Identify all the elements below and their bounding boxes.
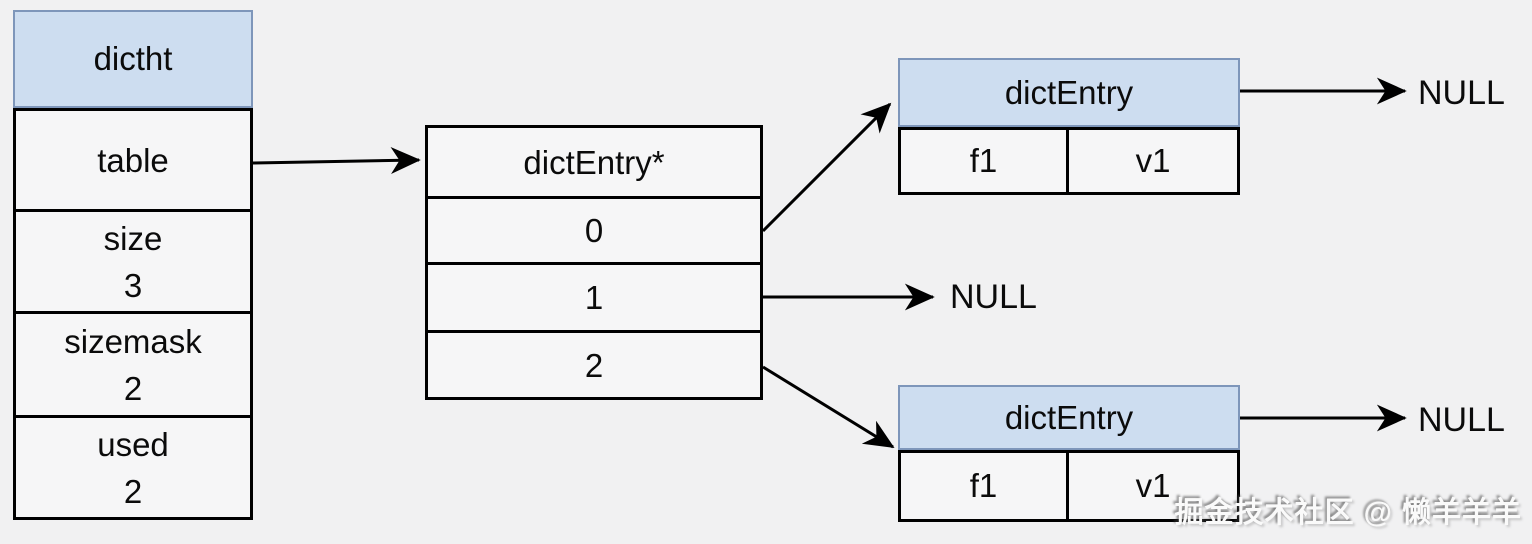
entry-top-title: dictEntry [1004,73,1134,111]
null-label-entry-top: NULL [1418,74,1505,112]
bucket-slot-2: 2 [428,330,760,397]
entry-top-key-cell: f1 [901,130,1069,192]
null-label-entry-bottom: NULL [1418,401,1505,439]
entry-bottom-header: dictEntry [898,385,1240,450]
entry-top-header: dictEntry [898,58,1240,127]
dictht-row-used-label: used [97,425,169,463]
dictht-title: dictht [93,40,173,77]
watermark: 掘金技术社区 @ 懒羊羊羊 [1174,497,1522,529]
entry-bottom-title: dictEntry [1004,398,1134,436]
bucket-array: dictEntry* 0 1 2 [425,125,763,400]
entry-bottom-value-cell: v1 [1135,467,1171,504]
dictht-row-size-label: size [103,219,163,257]
entry-top-value-cell: v1 [1135,142,1171,179]
bucket-slot-1-label: 1 [584,279,604,316]
dictht-header: dictht [13,10,253,108]
dictht-row-size-value: 3 [123,266,143,304]
bucket-array-header: dictEntry* [428,128,760,196]
dictht-row-table: table [16,111,250,209]
entry-bottom-key-cell: f1 [901,453,1069,519]
bucket-slot-0-label: 0 [584,212,604,249]
arrow-slot2-to-entry-bottom [762,365,895,449]
dictht-body: table size 3 sizemask 2 used 2 [13,108,253,520]
entry-bottom-body: f1 v1 [898,450,1240,522]
dictht-row-size: size 3 [16,209,250,311]
dictht-row-sizemask-value: 2 [123,369,143,407]
bucket-slot-0: 0 [428,196,760,262]
bucket-slot-1: 1 [428,262,760,330]
dictht-row-sizemask: sizemask 2 [16,311,250,415]
arrow-table-to-buckets [252,147,421,175]
dictht-row-used: used 2 [16,415,250,517]
entry-top-body: f1 v1 [898,127,1240,195]
bucket-array-title: dictEntry* [523,143,665,181]
dictht-row-table-label: table [97,141,169,179]
arrow-slot0-to-entry-top [761,102,892,233]
dictht-row-sizemask-label: sizemask [64,322,202,360]
dictht-row-used-value: 2 [123,472,143,510]
null-label-slot-1: NULL [950,278,1037,316]
bucket-slot-2-label: 2 [584,346,604,384]
